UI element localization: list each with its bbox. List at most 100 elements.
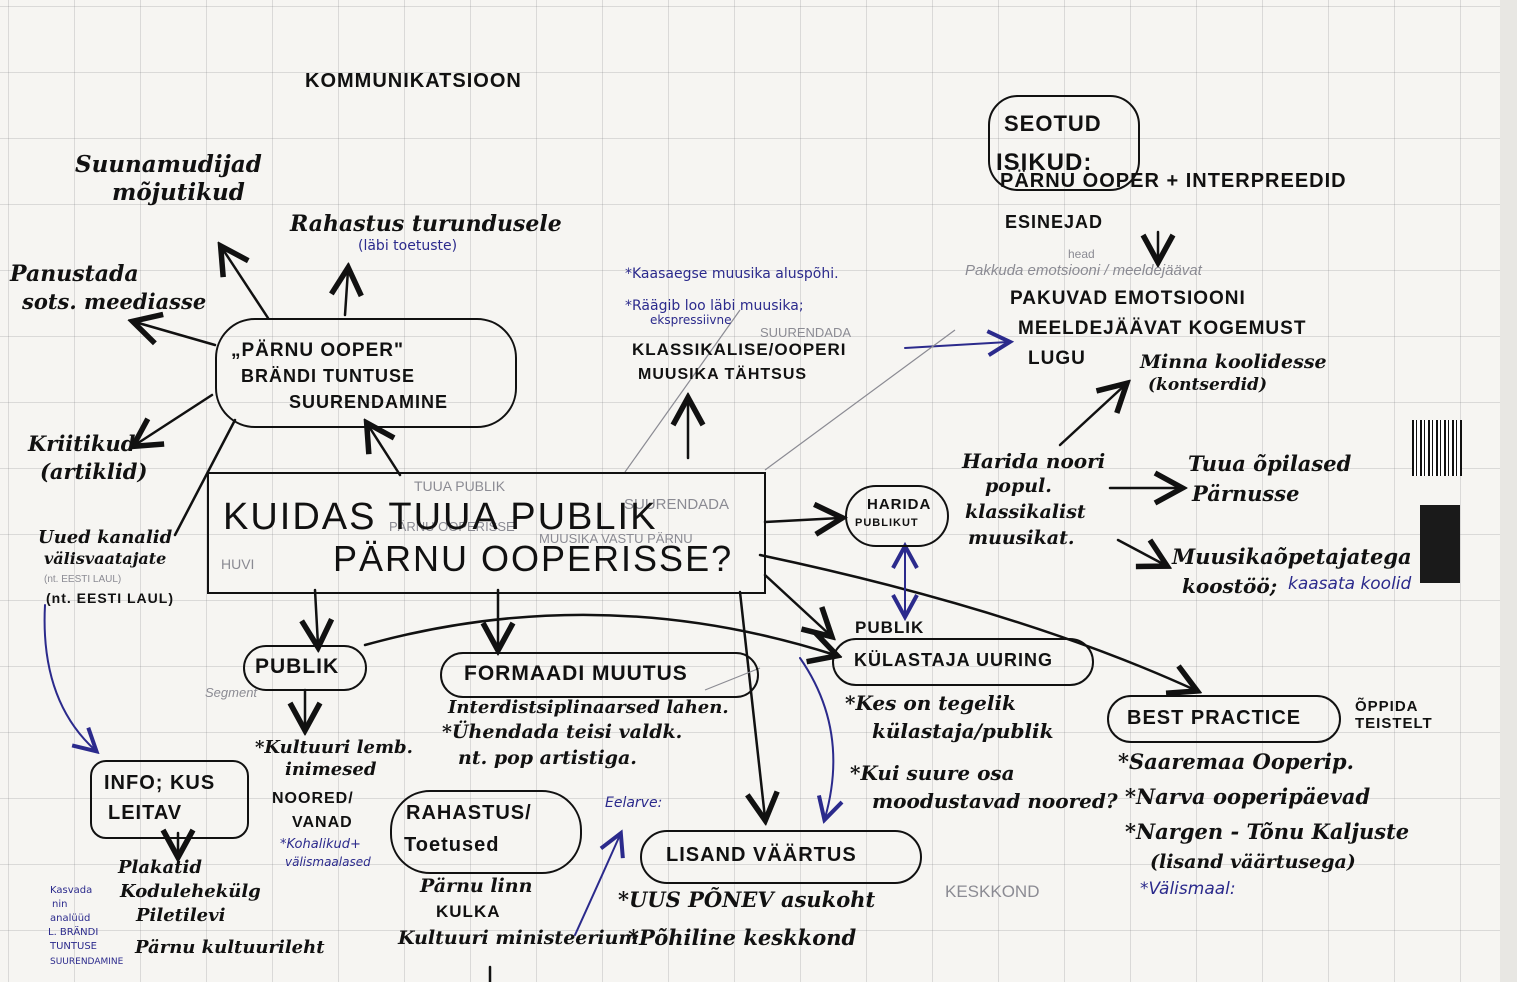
audience-pencil: Segment	[205, 685, 258, 700]
classical-note2: *Räägib loo läbi muusika;	[625, 298, 804, 314]
best-blue: *Välismaal:	[1140, 879, 1236, 899]
classical-note1: *Kaasaegse muusika aluspõhi.	[625, 266, 839, 282]
added-value-node: LISAND VÄÄRTUS	[640, 830, 922, 884]
notebook-brand-logo	[1420, 505, 1460, 583]
visitor-label: KÜLASTAJA UURING	[854, 650, 1053, 670]
best-item-3: *Nargen - Tõnu Kaljuste	[1125, 819, 1410, 844]
influencers-line2: mõjutikud	[112, 179, 245, 206]
people-line1: SEOTUD	[1004, 111, 1102, 136]
new-channels-line3: (nt. EESTI LAUL)	[46, 590, 174, 606]
people-line2: ISIKUD:	[996, 149, 1093, 176]
social-media-line1: Panustada	[10, 261, 139, 287]
audience-node: PUBLIK	[243, 645, 367, 691]
brand-awareness-node: „PÄRNU OOPER" BRÄNDI TUNTUSE SUURENDAMIN…	[215, 318, 517, 428]
brand-line1: „PÄRNU OOPER"	[231, 340, 404, 361]
funding-item-3: Kultuuri ministeerium	[398, 927, 639, 949]
audience-item-1: *Kultuuri lemb.	[255, 737, 413, 758]
new-channels-pencil: (nt. EESTI LAUL)	[44, 574, 122, 585]
teachers-line1: Muusikaõpetajatega	[1172, 544, 1412, 569]
people-line4: ESINEJAD	[1005, 212, 1104, 232]
people-line3: PÄRNU OOPER + INTERPREEDID	[1000, 170, 1347, 192]
educate-text4: muusikat.	[968, 527, 1075, 549]
teachers-blue: kaasata koolid	[1288, 574, 1412, 594]
best-item-4: (lisand väärtusega)	[1150, 851, 1356, 873]
audience-label: PUBLIK	[255, 655, 340, 678]
educate-text1: Harida noori	[962, 449, 1106, 473]
info-side-1: Kasvada	[50, 885, 93, 896]
audience-item-2: inimesed	[285, 759, 377, 780]
central-pencil-c: PÄRNU OOPERISSE	[389, 519, 515, 534]
social-media-line2: sots. meediasse	[22, 289, 207, 314]
classical-note3: ekspressiivne	[650, 313, 732, 327]
barcode-sticker	[1412, 420, 1462, 476]
people-result1: PAKUVAD EMOTSIOONI	[1010, 288, 1246, 309]
best-label: BEST PRACTICE	[1127, 707, 1302, 729]
schools-line2: (kontserdid)	[1148, 375, 1267, 395]
people-result2: MEELDEJÄÄVAT KOGEMUST	[1018, 318, 1307, 339]
students-line1: Tuua õpilased	[1188, 451, 1352, 476]
info-side-4: L. BRÄNDI	[48, 927, 99, 938]
visitor-survey-node: KÜLASTAJA UURING	[832, 638, 1094, 686]
info-side-5: TUNTUSE	[50, 941, 98, 952]
brand-line2: BRÄNDI TUNTUSE	[241, 366, 415, 386]
educate-text2: popul.	[985, 475, 1052, 497]
funding-node: RAHASTUS/ Toetused	[390, 790, 582, 874]
classical-line2: MUUSIKA TÄHTSUS	[638, 366, 808, 383]
paper-edge	[1500, 0, 1517, 982]
added-value-item-2: *Põhiline keskkond	[628, 925, 857, 950]
funding-item-2: KULKA	[436, 902, 501, 921]
educate-line2: PUBLIKUT	[855, 517, 919, 529]
people-pencil: Pakkuda emotsiooni / meeldejäävat	[965, 262, 1202, 279]
added-value-pencil: KESKKOND	[945, 882, 1040, 901]
info-item-1: Plakatid	[118, 857, 202, 878]
funding-line2: Toetused	[404, 834, 500, 856]
best-side: ÕPPIDA TEISTELT	[1355, 698, 1433, 733]
best-practice-node: BEST PRACTICE	[1107, 695, 1341, 743]
format-label: FORMAADI MUUTUS	[464, 662, 688, 685]
audience-item-4: VANAD	[292, 814, 353, 831]
influencers-line1: Suunamudijad	[75, 151, 262, 178]
info-item-3: Piletilevi	[136, 905, 226, 926]
related-people-node: SEOTUD ISIKUD:	[988, 95, 1140, 191]
central-question-line1: KUIDAS TUUA PUBLIK	[223, 496, 658, 538]
info-line2: LEITAV	[108, 802, 183, 824]
best-item-1: *Saaremaa Ooperip.	[1118, 749, 1354, 774]
marketing-funding-note: (läbi toetuste)	[358, 238, 458, 254]
educate-audience-node: HARIDA PUBLIKUT	[845, 485, 949, 547]
people-result3: LUGU	[1028, 348, 1086, 369]
teachers-line2: koostöö;	[1182, 574, 1278, 598]
educate-text3: klassikalist	[965, 501, 1086, 523]
info-side-6: SUURENDAMINE	[50, 957, 124, 967]
students-line2: Pärnusse	[1192, 481, 1300, 506]
visitor-head: PUBLIK	[855, 618, 925, 637]
brand-line3: SUURENDAMINE	[289, 392, 449, 412]
audience-item-3: NOORED/	[272, 790, 354, 807]
info-line1: INFO; KUS	[104, 772, 216, 794]
funding-line1: RAHASTUS/	[406, 802, 532, 824]
classical-line1: KLASSIKALISE/OOPERI	[632, 340, 847, 359]
audience-item-6: välismaalased	[285, 855, 371, 869]
marketing-funding: Rahastus turundusele	[290, 211, 562, 237]
critics-line2: (artiklid)	[40, 459, 148, 484]
info-node: INFO; KUS LEITAV	[90, 760, 249, 839]
format-item-1: Interdistsiplinaarsed lahen.	[448, 697, 729, 718]
format-item-2: *Ühendada teisi valdk.	[442, 721, 683, 743]
best-item-2: *Narva ooperipäevad	[1125, 784, 1371, 809]
visitor-item-3: *Kui suure osa	[850, 761, 1015, 785]
visitor-item-2: külastaja/publik	[872, 719, 1054, 743]
new-channels-line2: välisvaatajate	[44, 549, 167, 568]
info-side-3: analüüd	[50, 913, 91, 924]
funding-item-1: Pärnu linn	[420, 875, 533, 897]
visitor-item-4: moodustavad noored?	[872, 789, 1118, 813]
central-pencil-d: MUUSIKA VASTU PÄRNU	[539, 531, 693, 546]
format-item-3: nt. pop artistiga.	[458, 747, 637, 769]
added-value-item-1: *UUS PÕNEV asukoht	[618, 887, 876, 912]
people-pencil-head: head	[1068, 247, 1095, 261]
info-item-2: Kodulehekülg	[120, 881, 261, 902]
funding-blue: Eelarve:	[605, 795, 663, 811]
central-pencil-b: SUURENDADA	[624, 496, 730, 513]
educate-line1: HARIDA	[867, 496, 932, 513]
central-pencil-e: HUVI	[221, 556, 255, 572]
